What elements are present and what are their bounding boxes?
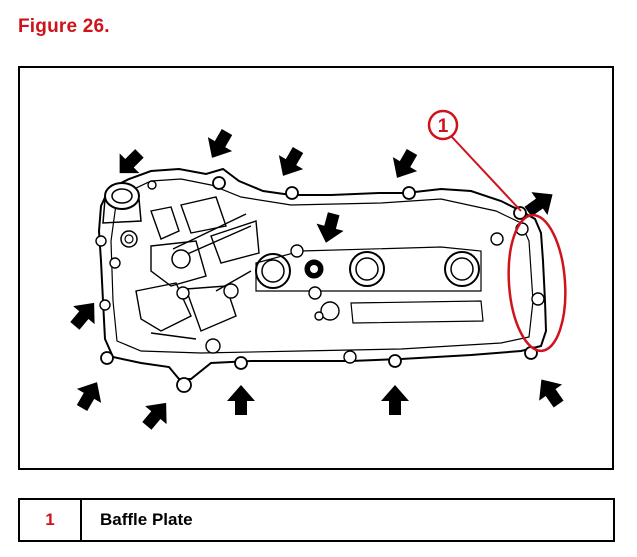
center-bolt — [304, 259, 324, 279]
callout-number: 1 — [438, 116, 449, 137]
perimeter-bolt-heads — [100, 176, 538, 393]
bolt-arrow-11 — [381, 385, 409, 415]
bolt-arrow-7 — [70, 302, 95, 330]
legend-row: 1 Baffle Plate — [18, 498, 615, 542]
legend-table: 1 Baffle Plate — [18, 498, 615, 542]
bolt-arrow-9 — [142, 402, 167, 430]
callout-1: 1 — [427, 109, 522, 212]
bolt-arrow-12 — [539, 379, 564, 408]
bolt-arrow-10 — [227, 385, 255, 415]
spark-plug-tube-3 — [444, 251, 480, 287]
diagram-frame: 1 — [18, 66, 614, 470]
left-rib-structure — [135, 196, 260, 340]
bolt-arrows — [70, 128, 564, 430]
bolt-arrow-8 — [76, 382, 102, 412]
legend-label: Baffle Plate — [80, 498, 615, 542]
bolt-arrow-1 — [119, 149, 144, 174]
bolt-arrow-2 — [207, 128, 233, 158]
bolt-arrow-6 — [316, 212, 344, 243]
spark-plug-tube-1 — [255, 253, 291, 289]
bolt-arrow-5 — [524, 192, 553, 217]
lower-baffle-pocket — [350, 300, 484, 324]
valve-cover-rim — [110, 178, 534, 354]
oil-filler-neck — [102, 182, 142, 224]
legend-number: 1 — [18, 498, 82, 542]
spark-plug-tube-2 — [349, 251, 385, 287]
bolt-arrow-4 — [392, 148, 418, 178]
figure-title: Figure 26. — [18, 16, 110, 37]
bolt-arrow-3 — [278, 146, 304, 176]
valve-cover-diagram: 1 — [70, 109, 567, 430]
baffle-plate-highlight — [507, 213, 567, 353]
